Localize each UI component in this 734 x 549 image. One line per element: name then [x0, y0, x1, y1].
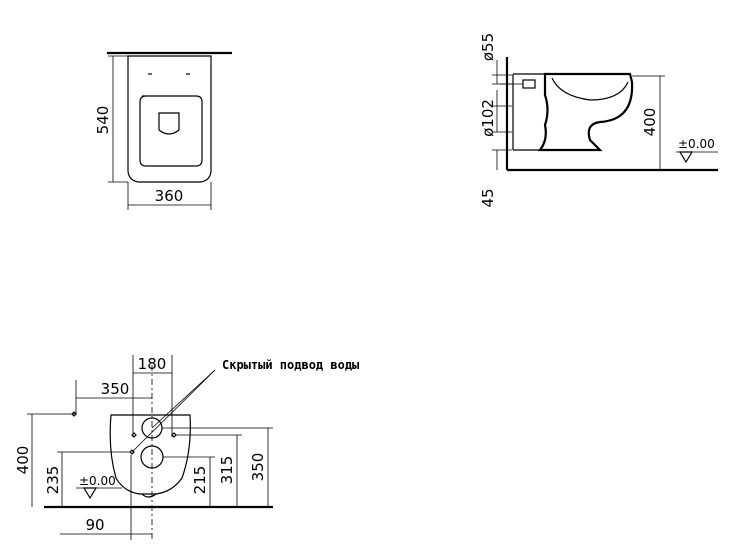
- side-view: ø55 ø102 45 400 ±0.00: [479, 33, 718, 208]
- dim-45-label: 45: [479, 188, 497, 207]
- dim-360-label: 360: [155, 187, 184, 205]
- side-view-bowl-profile: [537, 72, 634, 152]
- top-view-seat-outline: [139, 95, 203, 167]
- stud-upper-right-icon: [171, 432, 177, 438]
- concealed-water-supply-note: Скрытый подвод воды: [222, 358, 360, 372]
- dim-235-label: 235: [44, 466, 62, 495]
- floor-level-marker-icon: [678, 151, 694, 164]
- dim-400-front-label: 400: [14, 446, 32, 475]
- side-floor-label: ±0.00: [678, 137, 715, 151]
- dim-55-label: ø55: [479, 33, 497, 61]
- front-view: Скрытый подвод воды 180 350 400 235 ±0.0…: [14, 355, 360, 540]
- dim-102-label: ø102: [479, 99, 497, 137]
- front-floor-level-marker-icon: [82, 487, 98, 500]
- note-leader-2: [131, 369, 216, 453]
- front-floor-label: ±0.00: [79, 474, 116, 488]
- dim-180-label: 180: [138, 355, 167, 373]
- inlet-fitting: [522, 79, 536, 89]
- dim-540-label: 540: [94, 106, 112, 135]
- top-view-bowl-opening: [158, 112, 180, 135]
- front-view-bowl-foot: [141, 493, 157, 498]
- note-leader-1: [151, 369, 216, 429]
- top-view: 540 360: [94, 51, 232, 210]
- dim-90-label: 90: [85, 516, 104, 534]
- stud-lower-left-icon: [129, 449, 135, 455]
- side-view-bowl-inner: [551, 77, 629, 101]
- dim-400-label: 400: [641, 108, 659, 137]
- dim-215-label: 215: [191, 466, 209, 495]
- dim-350-top-label: 350: [101, 380, 130, 398]
- front-view-bowl-outline: [109, 414, 191, 495]
- dim-315-label: 315: [218, 456, 236, 485]
- top-view-bowl-outline: [127, 55, 212, 183]
- dim-350-right-label: 350: [249, 453, 267, 482]
